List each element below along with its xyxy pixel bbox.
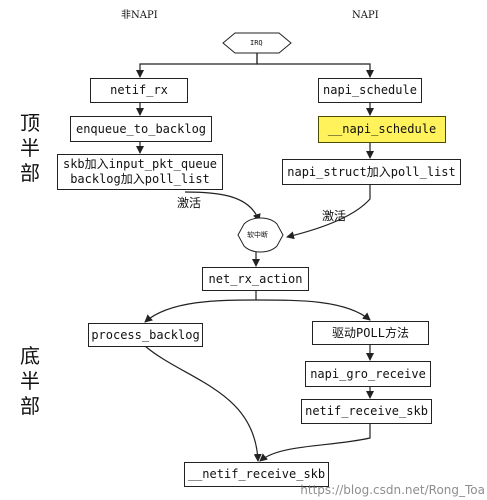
column-label-non-napi: 非NAPI xyxy=(121,10,158,21)
connector-receive-skb-to-inner-receive xyxy=(259,423,371,462)
node-napi-struct-poll-list: napi_struct加入poll_list xyxy=(282,159,461,185)
node-napi-schedule-inner: __napi_schedule xyxy=(318,116,446,143)
node-driver-poll: 驱动POLL方法 xyxy=(312,321,429,345)
column-label-napi: NAPI xyxy=(352,10,379,21)
irq-shape xyxy=(222,32,292,54)
node-napi-gro-receive: napi_gro_receive xyxy=(305,361,431,387)
connector-irq-to-netif-rx xyxy=(136,53,258,78)
node-skb-queue-line1: skb加入input_pkt_queue xyxy=(62,157,218,171)
node-netif-receive-skb: netif_receive_skb xyxy=(301,399,432,424)
node-skb-input-pkt-queue: skb加入input_pkt_queue backlog加入poll_list xyxy=(57,154,223,190)
node-netif-rx: netif_rx xyxy=(90,78,188,103)
node-process-backlog: process_backlog xyxy=(88,323,203,347)
watermark: https://blog.csdn.net/Rong_Toa xyxy=(300,483,485,497)
softirq-shape xyxy=(237,217,284,253)
connector-left-activate-to-softirq xyxy=(184,191,261,222)
connector-irq-to-napi-schedule xyxy=(256,53,374,78)
softirq-label: 软中断 xyxy=(247,231,268,239)
irq-label: IRQ xyxy=(250,39,263,47)
node-net-rx-action: net_rx_action xyxy=(202,267,309,291)
node-napi-schedule: napi_schedule xyxy=(318,78,422,103)
connector-net-rx-action-to-driver-poll xyxy=(255,299,371,321)
connector-net-rx-action-to-process-backlog xyxy=(144,290,257,323)
activate-label-left: 激活 xyxy=(177,196,202,210)
connector-right-activate-to-softirq xyxy=(286,184,371,240)
node-skb-queue-line2: backlog加入poll_list xyxy=(70,172,210,186)
activate-label-right: 激活 xyxy=(322,209,347,223)
node-netif-receive-skb-inner: __netif_receive_skb xyxy=(184,462,329,487)
bottom-half-label: 底半部 xyxy=(20,344,40,418)
top-half-label: 顶半部 xyxy=(20,111,40,185)
connector-process-backlog-to-inner-receive xyxy=(144,345,262,462)
node-enqueue-to-backlog: enqueue_to_backlog xyxy=(70,116,212,142)
